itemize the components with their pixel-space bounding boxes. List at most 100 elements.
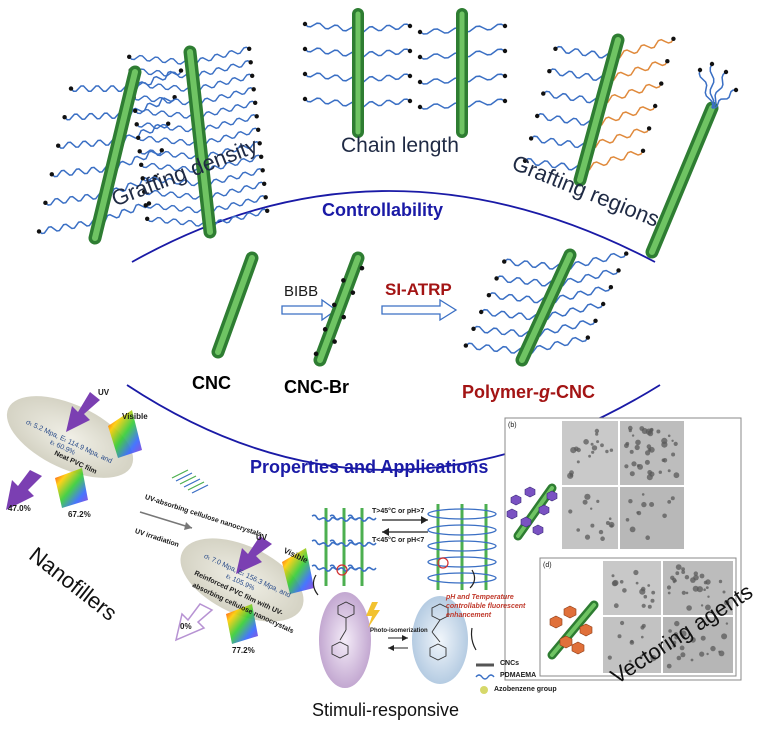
chain-end-dot bbox=[302, 46, 308, 52]
cargo-molecule bbox=[538, 504, 550, 516]
mini-rod bbox=[191, 484, 209, 494]
chain-end-dot bbox=[535, 113, 540, 119]
tem-particle bbox=[569, 473, 574, 477]
tem-particle bbox=[700, 635, 706, 641]
chain-end-dot bbox=[528, 136, 534, 141]
tem-particle bbox=[718, 650, 721, 653]
polymer-chain bbox=[196, 100, 256, 120]
ph-text-1: pH and Temperature bbox=[446, 594, 514, 601]
chain-end-dot bbox=[417, 54, 423, 60]
tem-particle bbox=[646, 474, 653, 481]
tem-particle bbox=[673, 441, 678, 446]
polymer-chain bbox=[205, 181, 265, 201]
tem-particle bbox=[644, 459, 650, 465]
chain-end-dot bbox=[302, 71, 308, 77]
polymer-chain bbox=[111, 149, 163, 171]
polymer-chain bbox=[361, 541, 377, 547]
legend-cnc-label: CNCs bbox=[500, 660, 520, 667]
polymer-chain bbox=[311, 539, 327, 546]
polymer-chain bbox=[503, 258, 565, 270]
chain-end-dot bbox=[302, 21, 308, 27]
tem-particle bbox=[666, 663, 672, 669]
polymer-chain bbox=[208, 208, 268, 228]
polymer-chain bbox=[556, 269, 620, 288]
chain-end-dot bbox=[256, 127, 261, 132]
tem-particle bbox=[641, 623, 646, 628]
tem-particle bbox=[624, 443, 629, 449]
tem-particle bbox=[629, 449, 634, 454]
polymer-chain bbox=[613, 38, 675, 60]
chain-end-dot bbox=[302, 96, 308, 102]
bromine-dot bbox=[341, 278, 346, 283]
tem-particle bbox=[600, 536, 605, 541]
grafting-density-group bbox=[36, 45, 270, 245]
polymer-chain bbox=[465, 342, 527, 354]
tem-particle bbox=[591, 445, 598, 451]
polymer-chain bbox=[38, 218, 100, 235]
chain-end-dot bbox=[265, 208, 270, 213]
polymer-prefix: Polymer- bbox=[462, 382, 540, 402]
panel-d-label: (d) bbox=[543, 562, 552, 569]
uv-absorbing-cnc-icon bbox=[171, 469, 209, 494]
legend-azo-label: Azobenzene group bbox=[494, 686, 557, 693]
chain-end-dot bbox=[407, 73, 413, 79]
chain-end-dot bbox=[723, 69, 729, 75]
bromine-dot bbox=[332, 339, 337, 344]
tem-particle bbox=[666, 585, 672, 590]
tem-particle bbox=[679, 645, 685, 651]
tem-particle bbox=[633, 569, 639, 576]
cargo-molecule bbox=[549, 615, 563, 629]
polymer-chains-regions bbox=[522, 36, 676, 172]
uv-label: UV bbox=[98, 388, 110, 397]
chain-end-dot bbox=[486, 293, 492, 298]
tem-particle bbox=[640, 586, 646, 592]
polymer-chain bbox=[304, 22, 359, 32]
chain-end-dot bbox=[145, 216, 150, 221]
tem-particle bbox=[595, 432, 599, 436]
tem-particle bbox=[600, 443, 604, 448]
tem-particles bbox=[567, 425, 730, 669]
tem-particle bbox=[662, 513, 667, 519]
tem-particle bbox=[617, 634, 622, 639]
visible-spectrum-2 bbox=[282, 548, 314, 594]
chain-end-dot bbox=[502, 48, 508, 54]
tem-particle bbox=[675, 571, 680, 576]
tem-particle bbox=[670, 496, 675, 501]
cargo-molecule bbox=[579, 623, 593, 637]
tem-particle bbox=[699, 651, 705, 657]
cargo-molecule bbox=[524, 486, 536, 498]
polymer-chain bbox=[480, 308, 542, 321]
tem-particle bbox=[674, 620, 680, 627]
polymer-chain bbox=[582, 150, 644, 172]
tem-particle bbox=[576, 528, 580, 532]
tem-particle bbox=[629, 471, 635, 477]
chain-end-dot bbox=[263, 195, 268, 200]
cargo-molecule bbox=[571, 641, 585, 655]
polymer-chain bbox=[419, 77, 463, 85]
tem-particle bbox=[675, 564, 682, 570]
tem-particle bbox=[667, 500, 672, 504]
tem-particle bbox=[605, 449, 609, 454]
tem-particle bbox=[651, 590, 656, 595]
legend-pdmaema-label: PDMAEMA bbox=[500, 672, 537, 679]
tem-particle bbox=[628, 659, 632, 663]
polymer-chain bbox=[128, 54, 192, 65]
polymer-chain bbox=[461, 48, 506, 58]
cargo-molecule bbox=[510, 494, 522, 506]
tem-particle bbox=[721, 633, 728, 640]
tem-particle bbox=[568, 509, 573, 514]
tem-particle bbox=[650, 598, 655, 603]
polymer-chain bbox=[329, 539, 345, 546]
polymer-chain bbox=[51, 165, 113, 178]
tem-image-4 bbox=[620, 487, 684, 549]
bibb-label: BIBB bbox=[284, 283, 319, 300]
chain-end-dot bbox=[133, 108, 138, 114]
tem-particle bbox=[634, 444, 640, 451]
polymer-chain bbox=[540, 303, 604, 321]
chain-end-dot bbox=[601, 301, 606, 307]
controllability-label: Controllability bbox=[322, 200, 443, 220]
tem-particle bbox=[590, 507, 593, 510]
tem-particle bbox=[693, 571, 698, 576]
polymer-chain bbox=[199, 127, 259, 147]
tem-particle bbox=[590, 442, 594, 446]
